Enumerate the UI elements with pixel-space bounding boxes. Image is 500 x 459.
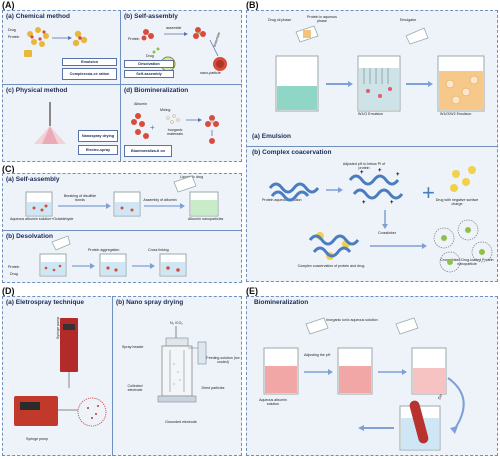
- svg-text:+: +: [362, 200, 366, 206]
- c-self-assembly-title: (a) Self-assembly: [6, 176, 60, 183]
- feeding-solution-label: Feeding solution (ice cooled): [206, 356, 240, 365]
- inorganic-ionic-label: Inorganic ionic aqueous solution: [326, 318, 378, 322]
- sa-protein-label: Protein: [128, 37, 140, 41]
- panel-d-box: [2, 296, 242, 456]
- cross-linking-label: Cross linking: [148, 248, 169, 252]
- emulsion-title: (a) Emulsion: [252, 133, 292, 140]
- tag-emulsion: Emulsion: [62, 58, 117, 66]
- biomineralization-e-graphic: [263, 317, 465, 451]
- nano-spray-title: (b) Nano spray drying: [116, 299, 184, 306]
- panel-b-divider: [246, 146, 498, 147]
- svg-text:+: +: [360, 170, 364, 176]
- panel-a-divider-h: [2, 84, 242, 85]
- panel-c-divider: [2, 230, 242, 231]
- tag-biomineralization: Biomineraliza-ti on: [124, 145, 172, 157]
- bm-inorganic-label: Inorganic materoals: [167, 128, 183, 137]
- chem-drug-label: Drug: [8, 28, 16, 32]
- tag-desolvation: Desolvation: [124, 60, 174, 68]
- dried-particles-label: Dried particles: [201, 386, 225, 390]
- adjust-ph-label: Adjusted pH to below PI of protein: [342, 162, 386, 171]
- w1ow2-emulsion-label: W1/O/W2 Emulsion: [440, 112, 472, 116]
- complex-coacervation-title: (b) Complex coacervation: [252, 149, 332, 156]
- electrospray-title: (a) Eletrospray technique: [6, 299, 85, 306]
- tag-nanospray-drying: Nanospray drying: [78, 130, 118, 142]
- panel-b-letter: (B): [246, 0, 259, 10]
- biomineralization-a-title: (d) Biomineralization: [124, 87, 189, 94]
- collected-electrode-label: Collected electrode: [127, 384, 143, 393]
- panel-d-letter: (D): [2, 286, 15, 296]
- neg-drug-label: Drug with negative surface charge: [435, 198, 479, 207]
- svg-text:+: +: [396, 172, 400, 178]
- protein-aggregation-label: Protein aggregation: [88, 248, 120, 252]
- chemical-method-title: (a) Chemical method: [6, 13, 70, 20]
- electrospray-graphic: [14, 318, 107, 427]
- emulgator-label: Emulgator: [400, 18, 417, 22]
- adjusting-ph-label: Adjusting the pH: [304, 353, 331, 357]
- bm-albumin-label: Albumin: [134, 102, 147, 106]
- self-assembly-title: (b) Self-assembly: [124, 13, 178, 20]
- chem-particles-graphic: [24, 27, 88, 57]
- crosslinked-nanoparticle-label: Cross-linked Drug-loaded Protein nanopar…: [440, 258, 494, 267]
- chem-protein-label: Protein: [8, 35, 20, 39]
- complex-coacervation-label: Complex coacervation of protein and drug: [297, 264, 365, 268]
- panel-c-letter: (C): [2, 164, 15, 174]
- bm-mixing-label: Mixing: [160, 108, 171, 112]
- bm-graphic: +: [131, 113, 219, 144]
- svg-text:+: +: [390, 200, 394, 206]
- tag-self-assembly: Self-assembly: [124, 70, 174, 78]
- c-drug-label: Drug: [10, 272, 18, 276]
- protein-aq-solution-label: Protein aqueous solution: [262, 198, 302, 202]
- nano-spray-graphic: [157, 326, 207, 403]
- w1o-emulsion-label: W1/O Emulsion: [358, 112, 383, 116]
- panel-a-divider-v: [120, 10, 121, 162]
- sa-assemble-label-1: assemble: [166, 26, 182, 30]
- svg-text:+: +: [378, 168, 382, 174]
- assembly-albumin-label: Assembly of albumin: [143, 198, 177, 202]
- panel-a-letter: (A): [2, 0, 15, 10]
- desolvation-title: (b) Desolvation: [6, 233, 53, 240]
- c-protein-label: Protein: [8, 265, 20, 269]
- protein-aq-label: Protein in aqueous phase: [307, 15, 337, 24]
- physical-spray-graphic: [34, 102, 66, 144]
- svg-text:+: +: [150, 123, 155, 132]
- grounded-electrode-label: Grounded electrode: [165, 420, 197, 424]
- c-self-assembly-graphic: [25, 175, 219, 217]
- drug-oil-phase-label: Drug oil phase: [268, 18, 292, 22]
- aq-albumin-octaldehyde-label: Aqueous albumin solution+Octaldehyde: [10, 217, 74, 221]
- emulsion-beakers-graphic: [275, 25, 485, 112]
- svg-text:+: +: [422, 180, 435, 205]
- tag-complex-coacervation: Complexcoa-ce ration: [62, 68, 117, 80]
- sa-drug-label: Drug: [146, 54, 154, 58]
- aq-albumin-e-label: Aqueous albumin solution: [259, 398, 287, 407]
- coacervation-graphic: + + + + + +: [268, 166, 493, 273]
- desolvation-graphic: [39, 235, 187, 277]
- n2co2-label: N₂ /CO₂: [170, 321, 183, 325]
- crosslinker-label: Crosslinker: [378, 231, 396, 235]
- tag-electro-spray: Electro-spray: [78, 145, 118, 155]
- sa-nanoparticle-label: nano-particle: [200, 71, 221, 75]
- breaking-disulfide-label: Breaking of disulfide bonds: [63, 194, 97, 203]
- physical-method-title: (c) Physical method: [6, 87, 68, 94]
- panel-e-letter: (E): [246, 286, 258, 296]
- syringe-pump-label: Syringe pump: [26, 437, 49, 441]
- panel-d-divider: [112, 296, 113, 456]
- biomineralization-e-title: Biomineralization: [254, 299, 309, 306]
- sa-graphic: [141, 27, 227, 72]
- spray-header-label: Spray header: [122, 345, 144, 349]
- albumin-nanoparticles-label: Albumin nanoparticles: [188, 217, 224, 221]
